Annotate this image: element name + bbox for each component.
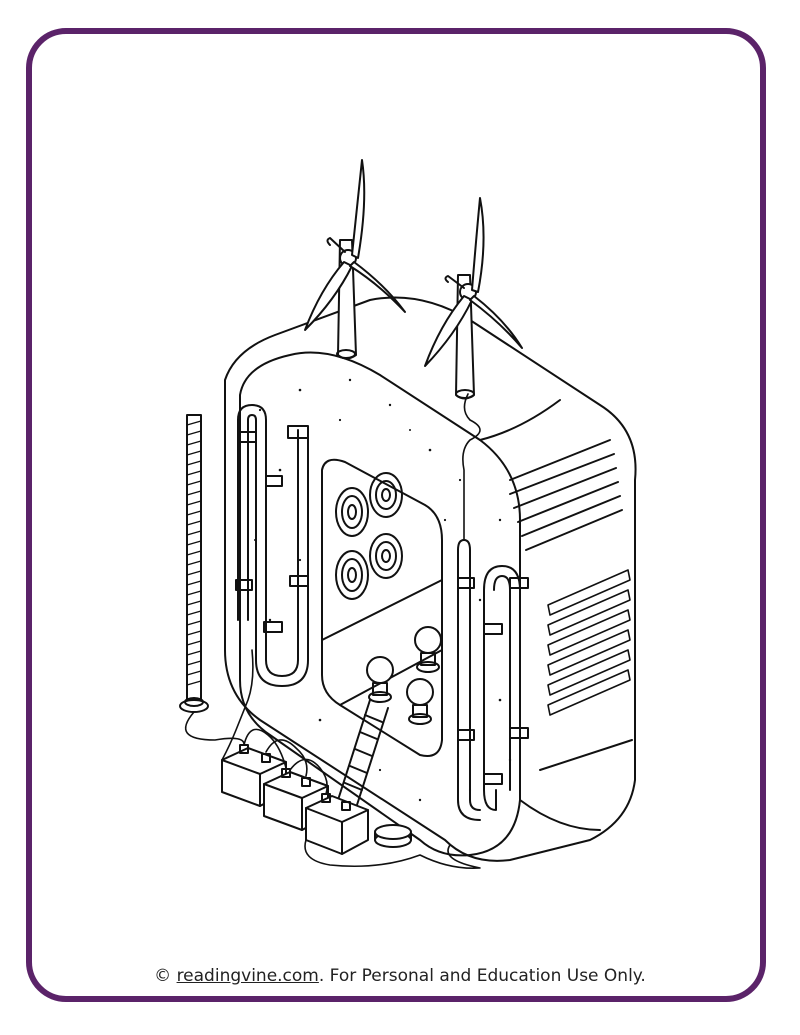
usage-notice: . For Personal and Education Use Only. [318,966,646,986]
footer-credit: © readingvine.com. For Personal and Educ… [0,966,800,986]
pipe-icon [457,539,529,821]
vent-slats [509,439,633,771]
threaded-rod-icon [179,414,209,713]
site-link[interactable]: readingvine.com [176,966,319,986]
button-puck-icon [374,824,412,848]
pipe-icon [235,404,309,687]
wind-turbine-icon [304,159,406,360]
ladder-icon [337,699,389,809]
wind-turbine-icon [424,197,523,400]
fan-icon [335,472,403,600]
copyright-symbol: © [154,966,172,986]
battery-icon [305,793,369,855]
wires [184,393,481,870]
lightbulb-icon [366,626,442,725]
